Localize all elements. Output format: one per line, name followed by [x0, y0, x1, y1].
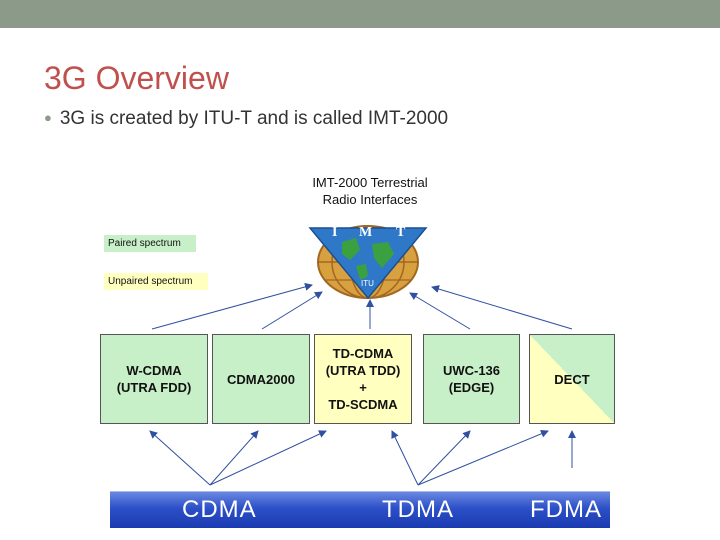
- arrow-uwc136-to-imt: [409, 292, 471, 330]
- interface-box-uwc136: UWC-136 (EDGE): [423, 334, 520, 424]
- interface-box-td-cdma: TD-CDMA (UTRA TDD) + TD-SCDMA: [314, 334, 412, 424]
- access-label-cdma: CDMA: [182, 496, 257, 523]
- logo-caption: ITU: [361, 279, 374, 288]
- arrow-cdma-to-tdcdma: [209, 430, 327, 486]
- interface-box-dect: DECT: [529, 334, 615, 424]
- bullet-text: 3G is created by ITU-T and is called IMT…: [59, 108, 449, 129]
- arrow-tdma-to-tdcdma: [391, 430, 419, 486]
- logo-letter-t: T: [396, 225, 406, 240]
- logo-letter-i: I: [332, 225, 337, 240]
- interface-box-wcdma: W-CDMA (UTRA FDD): [100, 334, 208, 424]
- arrow-tdma-to-dect: [417, 429, 549, 486]
- arrow-wcdma-to-imt: [151, 282, 313, 330]
- arrow-cdma-to-cdma2000: [209, 430, 259, 486]
- bullet-item: ● 3G is created by ITU-T and is called IM…: [44, 108, 448, 130]
- access-technology-bar: CDMA TDMA FDMA: [110, 491, 610, 528]
- interface-label-uwc136: UWC-136 (EDGE): [442, 363, 501, 395]
- logo-letter-m: M: [359, 225, 372, 240]
- legend-paired-spectrum: Paired spectrum: [104, 235, 196, 252]
- diagram-title: IMT-2000 Terrestrial Radio Interfaces: [296, 174, 444, 208]
- slide-title: 3G Overview: [44, 60, 229, 96]
- arrow-cdma-to-wcdma: [149, 430, 211, 486]
- arrow-dect-to-imt: [431, 285, 573, 330]
- arrow-tdma-to-uwc136: [417, 430, 471, 486]
- legend-unpaired-spectrum: Unpaired spectrum: [104, 273, 208, 290]
- interface-label-wcdma: W-CDMA (UTRA FDD): [116, 363, 192, 395]
- diagram-title-line2: Radio Interfaces: [322, 192, 418, 207]
- access-label-tdma: TDMA: [382, 496, 454, 523]
- access-label-fdma: FDMA: [530, 496, 602, 523]
- bullet-dot-icon: ●: [44, 110, 52, 125]
- top-accent-bar: [0, 0, 720, 28]
- interface-box-cdma2000: CDMA2000: [212, 334, 310, 424]
- interface-label-dect: DECT: [554, 371, 590, 387]
- imt-globe-logo-icon: I M T ITU: [308, 225, 428, 300]
- diagram-title-line1: IMT-2000 Terrestrial: [312, 175, 428, 190]
- interface-label-cdma2000: CDMA2000: [227, 371, 295, 387]
- interface-label-td-cdma: TD-CDMA (UTRA TDD) + TD-SCDMA: [325, 346, 401, 412]
- arrow-cdma2000-to-imt: [261, 291, 323, 330]
